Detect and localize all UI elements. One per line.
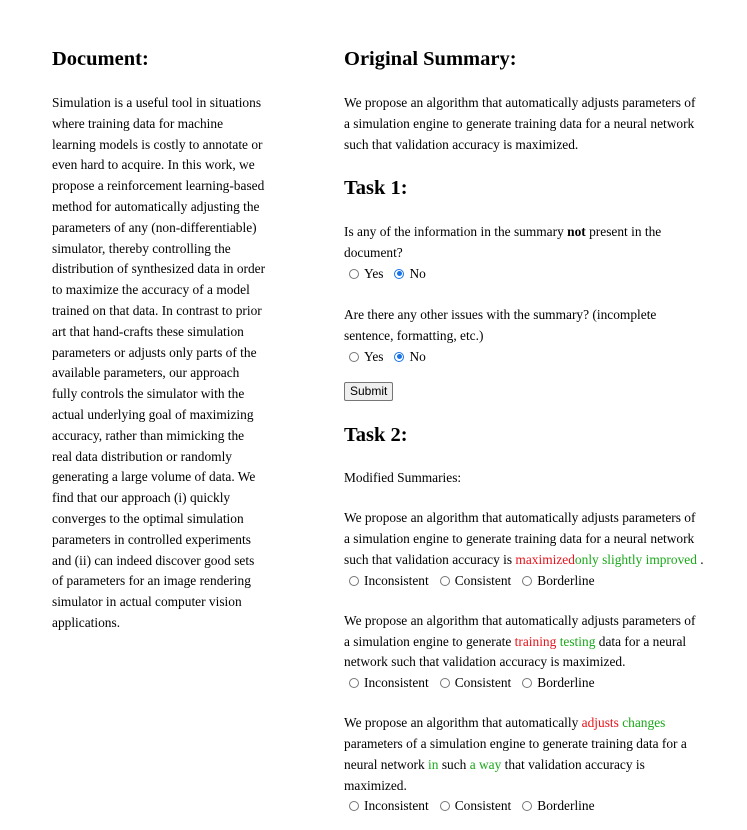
m1-inconsistent-radio[interactable]	[349, 575, 359, 586]
m2-options: Inconsistent Consistent Borderline	[344, 673, 704, 693]
q1-text-bold: not	[567, 224, 586, 240]
q2-no-label: No	[409, 348, 426, 364]
task2-heading: Task 2:	[344, 423, 408, 446]
m2-inconsistent-label: Inconsistent	[364, 675, 429, 691]
m3-added-text-1: changes	[622, 715, 666, 731]
m1-text-a: We propose an algorithm that automatical…	[344, 510, 696, 567]
m2-inconsistent-radio[interactable]	[349, 678, 359, 689]
m3-added-text-3: a way	[469, 756, 502, 772]
modified-summary-1: We propose an algorithm that automatical…	[344, 508, 704, 570]
m3-text-a: We propose an algorithm that automatical…	[344, 715, 582, 731]
m2-consistent-radio[interactable]	[439, 678, 450, 689]
original-summary-text: We propose an algorithm that automatical…	[344, 95, 696, 152]
m3-added-text-2: in	[428, 756, 439, 772]
task1-question-1: Is any of the information in the summary…	[344, 222, 704, 264]
q2-yes-label: Yes	[364, 348, 384, 364]
m1-text-b: .	[696, 551, 704, 567]
document-heading: Document:	[52, 48, 149, 70]
m2-borderline-radio[interactable]	[522, 678, 533, 689]
m1-consistent-radio[interactable]	[439, 575, 450, 586]
q1-text-pre: Is any of the information in the summary	[344, 224, 568, 240]
task1-question-2: Are there any other issues with the summ…	[344, 306, 657, 343]
m1-borderline-radio[interactable]	[522, 575, 533, 586]
m3-text-c: such	[438, 756, 470, 772]
m1-options: Inconsistent Consistent Borderline	[344, 571, 704, 591]
q2-no-radio[interactable]	[394, 351, 405, 362]
m1-consistent-label: Consistent	[454, 572, 512, 588]
q1-options: Yes No	[344, 264, 704, 284]
m1-added-text: only slightly improved	[574, 551, 697, 567]
submit-button[interactable]: Submit	[344, 381, 394, 401]
m3-removed-text: adjusts	[581, 715, 619, 731]
m2-removed-text: training	[514, 633, 557, 649]
q1-yes-radio[interactable]	[349, 268, 359, 279]
m3-consistent-radio[interactable]	[439, 801, 450, 812]
m2-added-text: testing	[559, 633, 596, 649]
m2-text-a: We propose an algorithm that automatical…	[344, 612, 696, 649]
q1-no-radio[interactable]	[394, 268, 405, 279]
q1-text-post: present in the document?	[344, 224, 662, 261]
m1-inconsistent-label: Inconsistent	[364, 572, 429, 588]
m3-inconsistent-radio[interactable]	[349, 801, 359, 812]
m3-text-d: that validation accuracy is maximized.	[344, 756, 645, 793]
q2-options: Yes No	[344, 347, 704, 367]
m3-options: Inconsistent Consistent Borderline	[344, 796, 704, 816]
modified-summaries-label: Modified Summaries:	[344, 469, 462, 485]
modified-summary-2: We propose an algorithm that automatical…	[344, 611, 704, 673]
m2-consistent-label: Consistent	[454, 675, 512, 691]
m1-borderline-label: Borderline	[537, 572, 595, 588]
m1-removed-text: maximized	[515, 551, 575, 567]
q1-yes-label: Yes	[364, 265, 384, 281]
summary-column: Original Summary: We propose an algorith…	[344, 46, 704, 816]
document-text: Simulation is a useful tool in situation…	[52, 95, 266, 630]
m2-text-b: data for a neural network such that vali…	[344, 633, 687, 670]
modified-summary-3: We propose an algorithm that automatical…	[344, 713, 704, 796]
original-summary-heading: Original Summary:	[344, 48, 517, 70]
m3-borderline-radio[interactable]	[522, 801, 533, 812]
m2-borderline-label: Borderline	[537, 675, 595, 691]
task1-heading: Task 1:	[344, 177, 408, 200]
m3-text-b: parameters of a simulation engine to gen…	[344, 735, 687, 772]
q2-yes-radio[interactable]	[349, 351, 359, 362]
document-column: Document: Simulation is a useful tool in…	[52, 46, 267, 634]
q1-no-label: No	[409, 265, 426, 281]
m3-borderline-label: Borderline	[537, 798, 595, 814]
m3-consistent-label: Consistent	[454, 798, 512, 814]
m3-inconsistent-label: Inconsistent	[364, 798, 429, 814]
